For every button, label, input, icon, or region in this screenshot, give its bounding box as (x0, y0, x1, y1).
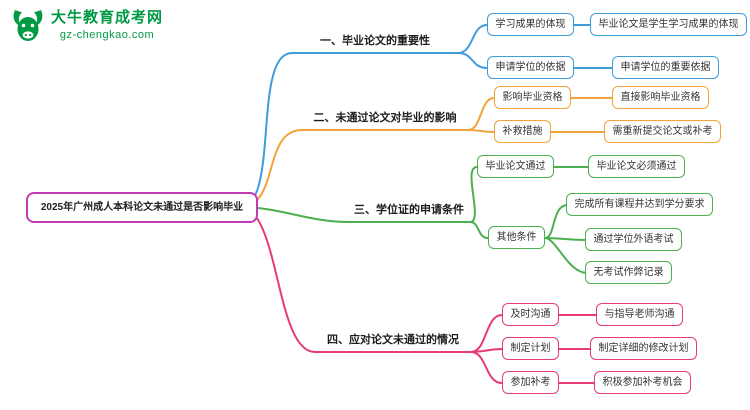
leaf-node: 制定详细的修改计划 (590, 337, 697, 360)
topic-node: 学习成果的体现 (487, 13, 574, 36)
leaf-node: 需重新提交论文或补考 (604, 120, 721, 143)
leaf-node: 无考试作弊记录 (585, 261, 672, 284)
topic-node: 及时沟通 (502, 303, 559, 326)
branch-3-label: 三、学位证的申请条件 (348, 202, 470, 223)
topic-node: 其他条件 (488, 226, 545, 249)
logo-title: 大牛教育成考网 (51, 9, 164, 26)
topic-node: 毕业论文通过 (477, 155, 554, 178)
branch-2-label: 二、未通过论文对毕业的影响 (302, 110, 468, 131)
topic-node: 影响毕业资格 (494, 86, 571, 109)
leaf-node: 完成所有课程并达到学分要求 (566, 193, 713, 216)
leaf-node: 直接影响毕业资格 (612, 86, 709, 109)
topic-node: 申请学位的依据 (487, 56, 574, 79)
bull-logo-icon (13, 10, 43, 41)
branch-1-label: 一、毕业论文的重要性 (292, 33, 458, 54)
root-node: 2025年广州成人本科论文未通过是否影响毕业 (26, 192, 258, 223)
leaf-node: 通过学位外语考试 (585, 228, 682, 251)
leaf-node: 积极参加补考机会 (594, 371, 691, 394)
logo-subtitle: gz-chengkao.com (59, 29, 155, 41)
leaf-node: 申请学位的重要依据 (612, 56, 719, 79)
site-logo: 大牛教育成考网 gz-chengkao.com (10, 8, 163, 44)
leaf-node: 毕业论文是学生学习成果的体现 (590, 13, 747, 36)
leaf-node: 毕业论文必须通过 (588, 155, 685, 178)
topic-node: 补救措施 (494, 120, 551, 143)
topic-node: 参加补考 (502, 371, 559, 394)
branch-4-label: 四、应对论文未通过的情况 (315, 332, 471, 353)
topic-node: 制定计划 (502, 337, 559, 360)
leaf-node: 与指导老师沟通 (596, 303, 683, 326)
